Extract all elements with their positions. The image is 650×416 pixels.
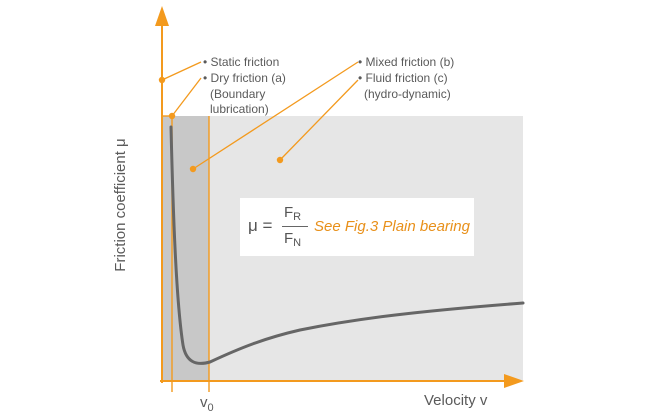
- label-static-friction: • Static friction: [203, 55, 280, 69]
- formula-fraction-line: [282, 226, 308, 227]
- formula-reference: See Fig.3 Plain bearing: [314, 218, 470, 235]
- stribeck-curve: [169, 125, 525, 365]
- label-hydro-dynamic: (hydro-dynamic): [364, 87, 451, 101]
- y-axis-arrow: [155, 6, 169, 26]
- formula-denominator: FN: [284, 230, 302, 249]
- x-axis-arrow: [504, 374, 524, 388]
- v0-label: v0: [200, 394, 214, 414]
- formula-box: μ = FR FN See Fig.3 Plain bearing: [240, 198, 474, 256]
- label-boundary-1: (Boundary: [210, 87, 266, 101]
- leader-static: [161, 61, 202, 81]
- boundary-friction-region: [162, 116, 209, 380]
- leader-dry: [171, 77, 202, 117]
- label-dry-friction: • Dry friction (a): [203, 71, 286, 85]
- leader-fluid: [279, 79, 359, 161]
- label-mixed-friction: • Mixed friction (b): [358, 55, 455, 69]
- dot-static: [158, 76, 166, 84]
- dot-dry: [168, 112, 176, 120]
- dot-mixed: [189, 165, 197, 173]
- x-axis-label: Velocity v: [424, 392, 488, 409]
- leader-mixed: [192, 61, 359, 170]
- y-axis-label: Friction coefficient μ: [112, 138, 129, 272]
- formula-numerator: FR: [284, 204, 302, 223]
- label-fluid-friction: • Fluid friction (c): [358, 71, 448, 85]
- formula-mu: μ =: [248, 216, 273, 235]
- dot-fluid: [276, 156, 284, 164]
- label-boundary-2: lubrication): [210, 102, 269, 116]
